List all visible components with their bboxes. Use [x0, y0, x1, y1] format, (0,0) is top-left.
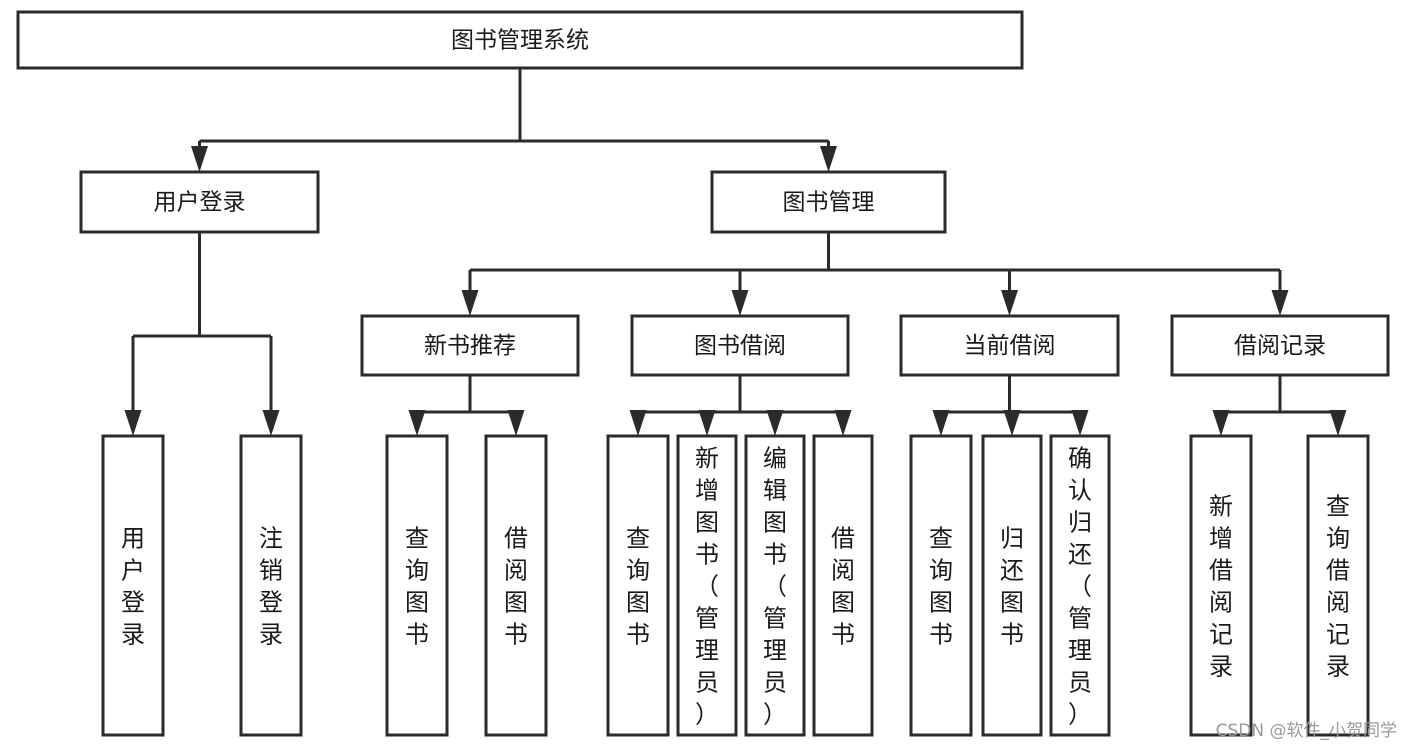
node-leaf-borrow-book-recommend-box [484, 434, 548, 737]
node-leaf-edit-book-admin[interactable]: 编辑图书（管理员） [744, 434, 806, 737]
node-layer: 图书管理系统用户登录图书管理新书推荐图书借阅当前借阅借阅记录用户登录注销登录查询… [16, 10, 1390, 737]
node-leaf-confirm-return-admin-box [1049, 434, 1111, 737]
node-borrow-record-label: 借阅记录 [1234, 333, 1326, 359]
node-leaf-query-book-current-box [909, 434, 973, 737]
node-user-login-label: 用户登录 [154, 190, 246, 216]
node-borrow-record-box [1170, 314, 1390, 377]
node-root-label: 图书管理系统 [451, 28, 589, 54]
node-leaf-edit-book-admin-box [744, 434, 806, 737]
node-root[interactable]: 图书管理系统 [16, 10, 1024, 70]
node-leaf-return-book[interactable]: 归还图书 [981, 434, 1043, 737]
node-leaf-add-borrow-record-box [1189, 434, 1253, 737]
node-leaf-query-book-current-label: 查询图书 [929, 525, 953, 649]
node-leaf-return-book-box [981, 434, 1043, 737]
connector-arrow [1003, 410, 1021, 436]
node-leaf-user-login-box [101, 434, 165, 737]
node-leaf-confirm-return-admin[interactable]: 确认归还（管理员） [1049, 434, 1111, 737]
node-user-login-box [79, 170, 320, 234]
node-leaf-query-borrow-record-label: 查询借阅记录 [1326, 493, 1350, 681]
node-new-book-recommend-box [360, 314, 580, 377]
connector-arrow [629, 410, 647, 436]
node-current-borrow-label: 当前借阅 [964, 333, 1056, 359]
node-leaf-add-book-admin-box [676, 434, 738, 737]
connector-arrow [932, 410, 950, 436]
connector-layer [124, 68, 1347, 436]
node-user-login[interactable]: 用户登录 [79, 170, 320, 234]
node-borrow-record[interactable]: 借阅记录 [1170, 314, 1390, 377]
connector-arrow [191, 146, 208, 172]
node-leaf-add-borrow-record[interactable]: 新增借阅记录 [1189, 434, 1253, 737]
node-leaf-add-borrow-record-label: 新增借阅记录 [1209, 493, 1233, 681]
connector-arrow [731, 290, 749, 316]
node-leaf-logout[interactable]: 注销登录 [239, 434, 303, 737]
node-leaf-borrow-book[interactable]: 借阅图书 [812, 434, 874, 737]
node-book-manage[interactable]: 图书管理 [710, 170, 947, 234]
node-leaf-query-book-recommend-box [385, 434, 449, 737]
node-current-borrow-box [899, 314, 1120, 377]
connector-arrow [1271, 290, 1289, 316]
node-leaf-query-book-current[interactable]: 查询图书 [909, 434, 973, 737]
node-leaf-query-book-recommend-label: 查询图书 [405, 525, 429, 649]
connector-arrow [262, 410, 280, 436]
node-new-book-recommend-label: 新书推荐 [424, 333, 516, 359]
node-leaf-add-book-admin-label: 新增图书（管理员） [695, 445, 719, 729]
node-leaf-query-book-box [606, 434, 670, 737]
node-leaf-confirm-return-admin-label: 确认归还（管理员） [1068, 445, 1092, 729]
connector-arrow [766, 410, 784, 436]
node-book-manage-box [710, 170, 947, 234]
node-root-box [16, 10, 1024, 70]
node-leaf-borrow-book-label: 借阅图书 [831, 525, 855, 649]
connector-arrow [124, 410, 142, 436]
node-leaf-query-borrow-record[interactable]: 查询借阅记录 [1306, 434, 1370, 737]
connector-arrow [461, 290, 479, 316]
connector-arrow [1329, 410, 1347, 436]
connector-arrow [820, 146, 837, 172]
node-leaf-user-login-label: 用户登录 [121, 525, 145, 649]
node-new-book-recommend[interactable]: 新书推荐 [360, 314, 580, 377]
node-current-borrow[interactable]: 当前借阅 [899, 314, 1120, 377]
connector-arrow [1212, 410, 1230, 436]
connector-arrow [1001, 290, 1018, 316]
node-leaf-user-login[interactable]: 用户登录 [101, 434, 165, 737]
node-leaf-query-book[interactable]: 查询图书 [606, 434, 670, 737]
node-leaf-query-book-recommend[interactable]: 查询图书 [385, 434, 449, 737]
connector-arrow [834, 410, 852, 436]
node-leaf-borrow-book-recommend[interactable]: 借阅图书 [484, 434, 548, 737]
node-leaf-logout-box [239, 434, 303, 737]
node-leaf-borrow-book-box [812, 434, 874, 737]
node-book-borrow-label: 图书借阅 [694, 333, 786, 359]
connector-arrow [698, 410, 716, 436]
node-leaf-logout-label: 注销登录 [259, 525, 283, 649]
connector-arrow [507, 410, 525, 436]
node-book-manage-label: 图书管理 [783, 190, 875, 216]
node-leaf-return-book-label: 归还图书 [1000, 525, 1024, 649]
node-leaf-query-borrow-record-box [1306, 434, 1370, 737]
connector-arrow [1071, 410, 1089, 436]
node-leaf-edit-book-admin-label: 编辑图书（管理员） [763, 445, 787, 729]
node-book-borrow[interactable]: 图书借阅 [630, 314, 850, 377]
node-leaf-borrow-book-recommend-label: 借阅图书 [504, 525, 528, 649]
node-leaf-query-book-label: 查询图书 [626, 525, 650, 649]
node-leaf-add-book-admin[interactable]: 新增图书（管理员） [676, 434, 738, 737]
node-book-borrow-box [630, 314, 850, 377]
connector-arrow [408, 410, 426, 436]
